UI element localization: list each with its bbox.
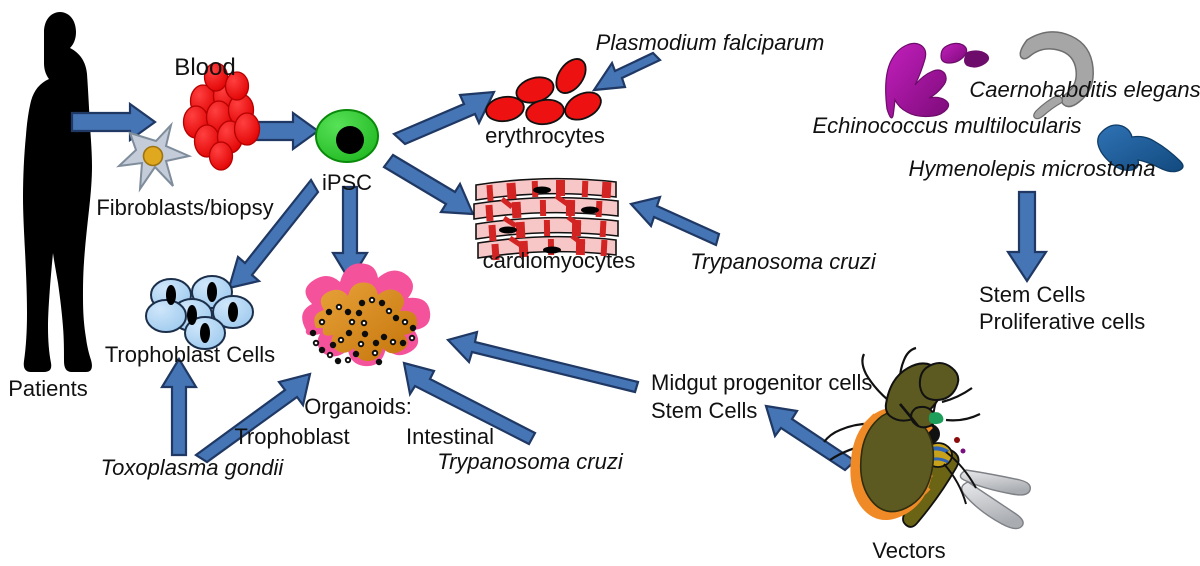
arrow-ipsc-to-erythrocytes (391, 90, 496, 146)
label-erythrocytes: erythrocytes (485, 123, 605, 148)
label-trypanosoma-cruzi-cardiomyocytes: Trypanosoma cruzi (690, 249, 876, 274)
arrow-trypanosoma-to-organoids (402, 361, 537, 446)
label-plasmodium-falciparum: Plasmodium falciparum (595, 30, 825, 55)
organoid-icon (302, 263, 431, 367)
label-vectors: Vectors (872, 538, 946, 563)
caenorhabditis-elegans-icon (1019, 31, 1094, 120)
arrow-group (70, 51, 1049, 472)
triatomine-bug-icon (823, 346, 981, 521)
arrow-vectors-to-midgut (764, 404, 857, 472)
label-proliferative-cells: Proliferative cells (979, 309, 1146, 334)
label-organoid-trophoblast: Trophoblast (234, 424, 350, 449)
label-trophoblast-cells: Trophoblast Cells (104, 342, 276, 367)
arrow-midgut-to-organoids (445, 330, 640, 394)
label-caenorhabditis-elegans: Caernohabditis elegans (969, 77, 1200, 102)
label-trypanosoma-cruzi-intestinal: Trypanosoma cruzi (437, 449, 623, 474)
ipsc-cell-icon (315, 109, 379, 163)
label-echinococcus-multilocularis: Echinococcus multilocularis (812, 113, 1082, 138)
label-cardiomyocytes: cardiomyocytes (482, 248, 636, 273)
label-hymenolepis-microstoma: Hymenolepis microstoma (908, 156, 1156, 181)
erythrocytes-icon (485, 58, 602, 126)
arrow-ipsc-to-trophoblast (227, 178, 320, 290)
arrow-patients-to-fibroblasts (70, 101, 157, 143)
arrow-toxoplasma-to-trophoblast (160, 356, 198, 457)
label-fibroblasts: Fibroblasts/biopsy (96, 195, 274, 220)
label-patients: Patients (8, 376, 88, 401)
hymenolepis-microstoma-icon (1097, 124, 1184, 173)
arrow-toxoplasma-to-organoids (194, 372, 312, 464)
label-stem-cells: Stem Cells (979, 282, 1086, 307)
label-organoids: Organoids: (304, 394, 412, 419)
echinococcus-multilocularis-icon (885, 42, 990, 119)
label-organoid-intestinal: Intestinal (405, 424, 495, 449)
arrow-plasmodium-to-erythrocytes (591, 51, 662, 92)
label-blood: Blood (174, 54, 236, 81)
label-toxoplasma-gondii: Toxoplasma gondii (100, 455, 284, 480)
cardiomyocytes-icon (473, 177, 619, 261)
arrow-trypanosoma-to-cardiomyocytes (628, 195, 721, 247)
label-ipsc: iPSC (321, 170, 373, 195)
fibroblast-cell-icon (116, 121, 193, 193)
blood-cell-cluster-icon (182, 62, 261, 171)
label-midgut-stem-cells: Stem Cells (651, 398, 758, 423)
label-midgut-progenitor-cells: Midgut progenitor cells (651, 370, 873, 395)
trophoblast-cells-icon (145, 275, 254, 350)
arrow-ipsc-to-cardiomyocytes (382, 153, 475, 216)
human-silhouette-icon (23, 12, 92, 372)
arrow-organisms-to-stemcells (1005, 190, 1049, 284)
